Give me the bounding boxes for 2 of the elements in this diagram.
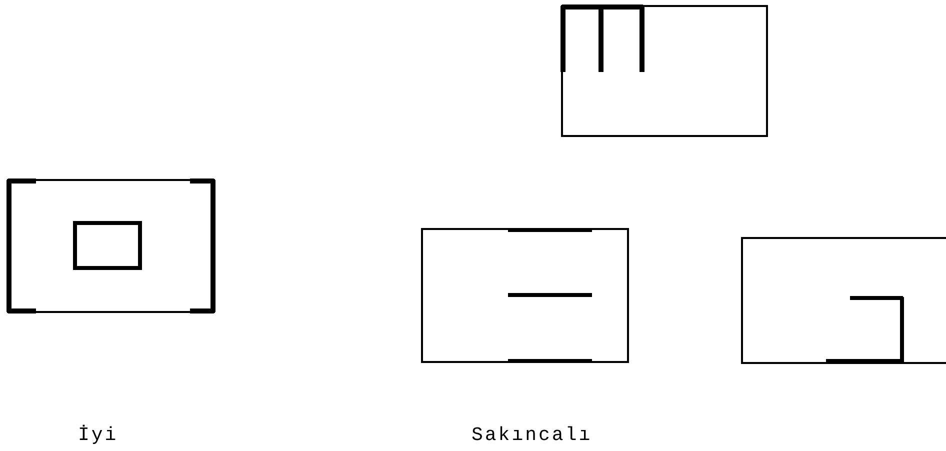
caption-text: İyi xyxy=(78,424,118,446)
caption-text: Sakıncalı xyxy=(472,424,592,446)
